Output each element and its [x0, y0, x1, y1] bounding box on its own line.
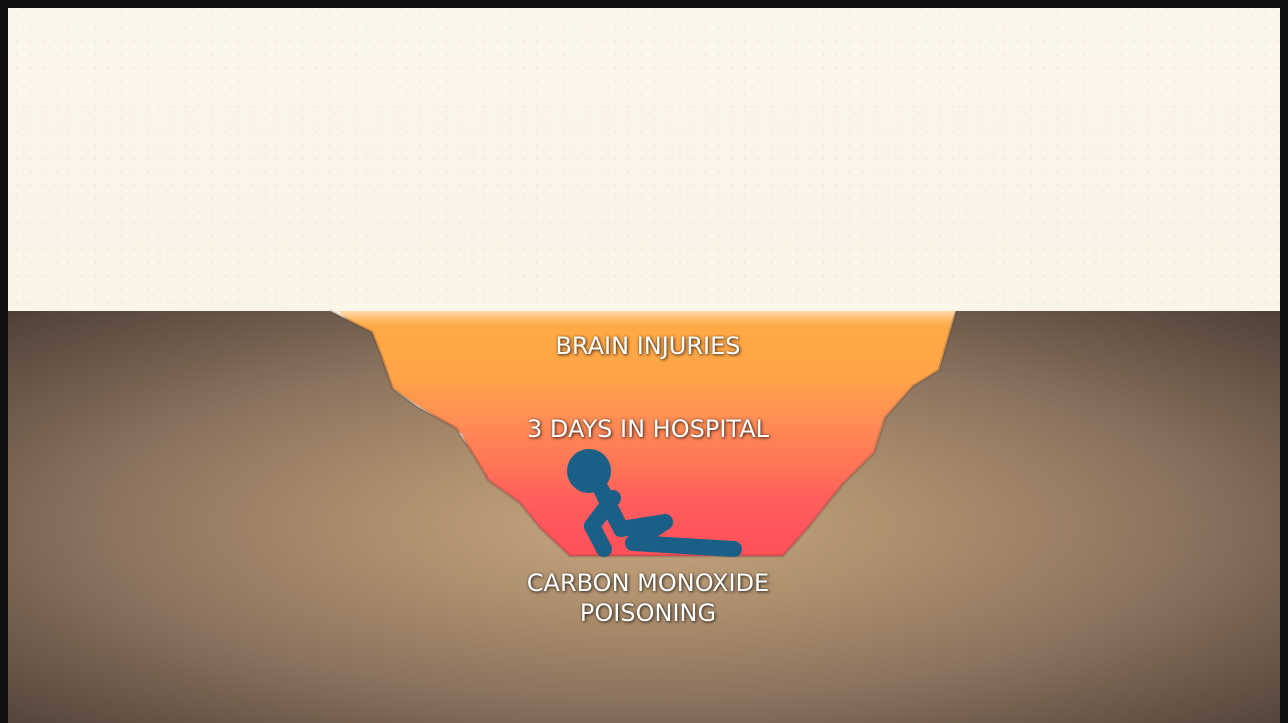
slide: BRAIN INJURIES 3 DAYS IN HOSPITAL CARBON… [8, 8, 1280, 723]
carbon-monoxide-line1: CARBON MONOXIDE [438, 568, 858, 598]
brain-injuries-caption: BRAIN INJURIES [458, 331, 838, 361]
carbon-monoxide-caption: CARBON MONOXIDE POISONING [438, 568, 858, 628]
top-heat-blur [326, 305, 966, 323]
carbon-monoxide-line2: POISONING [438, 598, 858, 628]
hospital-days-caption: 3 DAYS IN HOSPITAL [458, 414, 838, 444]
